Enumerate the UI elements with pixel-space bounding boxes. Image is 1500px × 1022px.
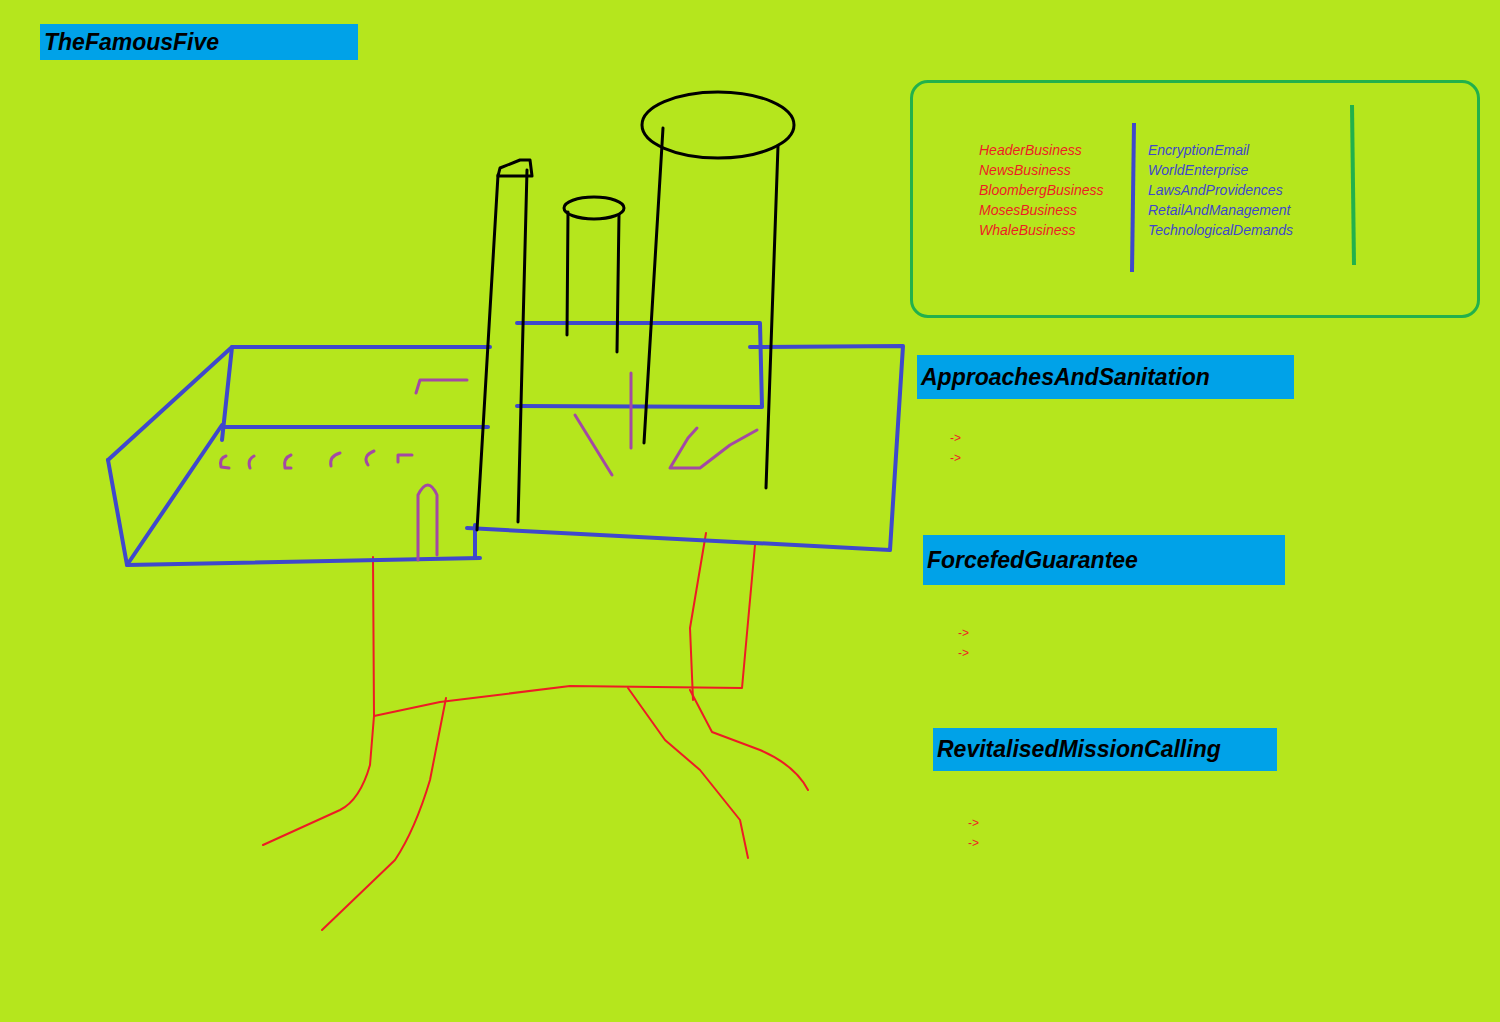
chimney-side — [644, 128, 663, 443]
list-item: LawsAndProvidences — [1148, 180, 1283, 200]
list-item: EncryptionEmail — [1148, 140, 1249, 160]
chimney-cap — [642, 92, 794, 158]
chimney-side — [617, 215, 619, 352]
details — [221, 373, 757, 560]
list-item: BloombergBusiness — [979, 180, 1104, 200]
root-line — [263, 716, 374, 845]
window-mark — [398, 455, 412, 462]
chimney-cap — [498, 160, 532, 176]
arrow-marker: -> — [968, 816, 979, 830]
window-mark — [285, 455, 291, 468]
detail-mark — [630, 373, 633, 448]
detail-mark — [416, 380, 467, 393]
chimney-cap — [564, 197, 624, 219]
divider-line — [1132, 123, 1134, 272]
list-item: WorldEnterprise — [1148, 160, 1248, 180]
door — [418, 485, 437, 560]
arrow-marker: -> — [950, 431, 961, 445]
heading-text: ForcefedGuarantee — [927, 547, 1138, 574]
detail-mark — [670, 428, 757, 468]
root-line — [690, 690, 808, 790]
building-outline — [108, 323, 903, 565]
arrow-marker: -> — [968, 836, 979, 850]
title-band: TheFamousFive — [40, 24, 358, 60]
building-edge — [222, 425, 488, 429]
detail-mark — [575, 415, 612, 475]
roots — [263, 533, 808, 930]
heading-band: ForcefedGuarantee — [923, 535, 1285, 585]
window-mark — [221, 456, 229, 468]
window-mark — [366, 451, 374, 465]
heading-band: RevitalisedMissionCalling — [933, 728, 1277, 771]
chimney-side — [766, 146, 778, 488]
window-mark — [249, 456, 254, 468]
list-item: MosesBusiness — [979, 200, 1077, 220]
arrow-marker: -> — [958, 626, 969, 640]
heading-text: RevitalisedMissionCalling — [937, 736, 1221, 763]
list-item: NewsBusiness — [979, 160, 1071, 180]
list-item: TechnologicalDemands — [1148, 220, 1293, 240]
building-edge — [467, 346, 903, 550]
root-line — [322, 698, 446, 930]
list-panel: HeaderBusinessNewsBusinessBloombergBusin… — [910, 80, 1480, 318]
chimney-side — [567, 212, 568, 335]
divider-line — [1352, 105, 1354, 265]
arrow-marker: -> — [958, 646, 969, 660]
list-item: RetailAndManagement — [1148, 200, 1290, 220]
root-frame — [373, 545, 755, 716]
chimney-side — [518, 170, 527, 522]
root-line — [628, 688, 748, 858]
window-mark — [331, 453, 340, 466]
heading-text: ApproachesAndSanitation — [921, 364, 1210, 391]
building-edge — [517, 323, 762, 407]
list-item: HeaderBusiness — [979, 140, 1082, 160]
building-edge — [108, 347, 490, 460]
title-text: TheFamousFive — [44, 29, 219, 56]
building-edge — [127, 558, 480, 565]
building-edge — [108, 425, 222, 565]
list-item: WhaleBusiness — [979, 220, 1076, 240]
heading-band: ApproachesAndSanitation — [917, 355, 1294, 399]
chimneys — [477, 92, 794, 530]
chimney-side — [477, 175, 498, 530]
column-dividers — [913, 83, 1477, 315]
arrow-marker: -> — [950, 451, 961, 465]
root-stem — [690, 533, 706, 700]
